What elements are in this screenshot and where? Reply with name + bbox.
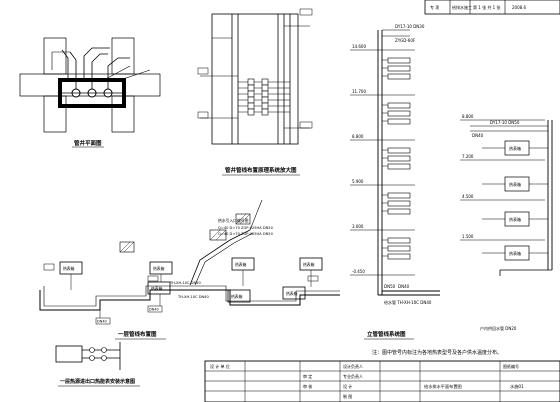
plan-dn: DN40 [97, 320, 107, 324]
title-block-cell: 图纸编号 [503, 363, 519, 369]
title-block-cell: 专业负责人 [343, 373, 363, 379]
well-plan: 管井平面图 [19, 37, 161, 148]
title-block-cell: 制 图 [343, 393, 352, 399]
plan-box: 热表箱 [63, 266, 75, 271]
branch-system: 8.800 7.200 4.500 1.500 DY17-10 DN50 DN4… [460, 114, 553, 331]
plan-box: 热表箱 [231, 294, 243, 299]
title-block-cell: 设 计 单 位 [210, 363, 230, 369]
riser-label: DN50 [384, 284, 396, 289]
meter-install: 一层热源进出口热能表安装示意图 [55, 342, 140, 387]
plan-pipe: TH-XH-10C DN40 [169, 281, 201, 285]
title-strip-cell: 2008.6 [512, 5, 526, 10]
plan-entry: 热水引入口编号图 [218, 218, 249, 223]
plan-spec: Q=40 D=70 ZGP-025HA DN50 [218, 226, 274, 230]
title-strip-cell: 给排水施工 [452, 4, 472, 10]
branch-box: 热表箱 [509, 181, 521, 187]
plan-box: 热表箱 [286, 291, 298, 296]
plan-spec: Q=40 D=70 ZGP-025HA DN50 [218, 232, 274, 236]
detail-title: 管井管线布置原理系统放大图 [225, 166, 297, 174]
riser-label: DY17-10 DN30 [395, 24, 425, 29]
project-name: 给水排水平面布置图 [424, 383, 462, 390]
branch-level: 1.500 [462, 234, 474, 239]
first-floor-title: 一层管线布置图 [118, 330, 157, 338]
plan-box: 热表箱 [153, 266, 165, 271]
title-block-cell: 设计负责人 [343, 363, 363, 369]
title-block-cell: 审 核 [303, 383, 312, 389]
title-strip-cell: 第 1 张 共 1 张 [473, 4, 500, 10]
riser-label: ZYGD-60F [395, 38, 416, 43]
title-block-cell: 审 定 [303, 373, 312, 379]
branch-box: 热表箱 [509, 250, 521, 256]
riser-level: -0.450 [352, 269, 365, 274]
riser-level: 14.600 [352, 44, 366, 49]
riser-title: 立管管线系统图 [367, 330, 406, 338]
riser-level: 5.900 [352, 179, 364, 184]
riser-level: 11.700 [352, 89, 366, 94]
riser-system: 14.600 11.700 8.800 5.900 3.000 -0.450 D… [350, 24, 440, 340]
title-block-cell: 设 计 [343, 383, 352, 389]
plan-box: 热表箱 [235, 262, 247, 267]
branch-box: 热表箱 [509, 216, 521, 222]
branch-label: DN40 [472, 133, 484, 138]
branch-box: 热表箱 [509, 145, 521, 151]
plan-box: 热表箱 [303, 262, 315, 267]
plan-pipe: TH-XH-10C DN40 [177, 295, 209, 299]
branch-label: DY17-10 DN50 [490, 120, 520, 125]
title-strip: 专 项 给排水施工 第 1 张 共 1 张 2008.6 [424, 0, 560, 15]
detail-enlargement: 管井管线布置原理系统放大图 [197, 8, 313, 176]
riser-label: 给水管 TH-XH-10C DN40 [384, 299, 432, 305]
title-strip-cell: 专 项 [430, 4, 439, 10]
drawing-number: 水施01 [510, 383, 524, 390]
branch-level: 8.800 [462, 114, 474, 119]
riser-level: 3.000 [352, 224, 364, 229]
riser-label: DN40 [398, 284, 410, 289]
plan-dn: DN40 [149, 308, 159, 312]
plan-box: 热表箱 [151, 286, 163, 291]
branch-level: 7.200 [462, 154, 474, 159]
meter-title: 一层热源进出口热能表安装示意图 [60, 378, 135, 385]
first-floor-plan: 热表箱 热表箱 热表箱 热表箱 热表箱 热表箱 热表箱 DN40 DN40 热水… [39, 199, 340, 340]
drawing-note: 注：图中管号内标注为各地热表型号及各户供水温度分布。 [372, 349, 502, 356]
branch-level: 4.500 [462, 194, 474, 199]
riser-level: 8.800 [352, 134, 364, 139]
title-block: 设 计 单 位 设计负责人 图纸编号 审 定 专业负责人 审 核 设 计 制 图… [204, 360, 560, 402]
branch-note: 户内供回水管 DN20 [480, 325, 517, 331]
plan-title: 管井平面图 [74, 139, 102, 147]
